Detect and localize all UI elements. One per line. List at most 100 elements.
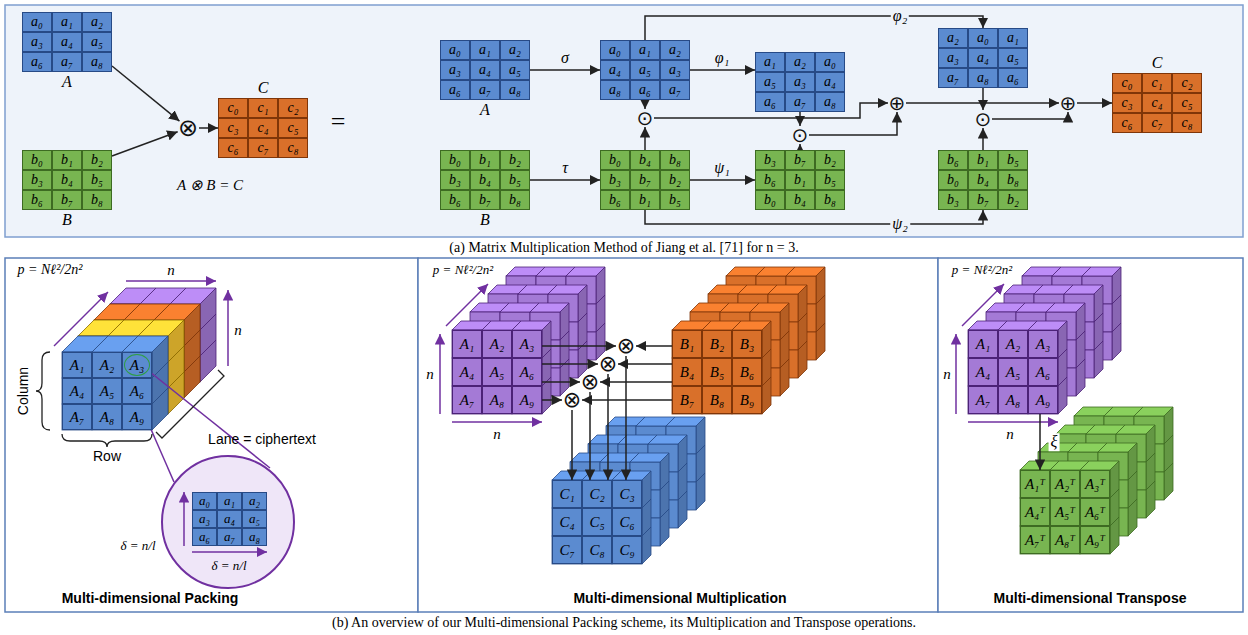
matrix-cell: b₄	[968, 170, 998, 190]
cell-text: b₃	[947, 192, 959, 208]
cube-layer	[570, 453, 669, 546]
matrix-cell: b₈	[815, 190, 845, 210]
cell-text: a₅	[764, 74, 776, 90]
matrix: b₀b₄b₈b₃b₇b₂b₆b₁b₅	[600, 150, 690, 210]
matrix-cell: C₄	[552, 508, 582, 536]
matrix-cell: a₅	[500, 60, 530, 80]
matrix-cell: a₆	[998, 68, 1028, 88]
cell-text: b₂	[824, 152, 836, 168]
cell-text: b₈	[824, 192, 836, 208]
cell-text: b₁	[479, 152, 491, 168]
matrix-cell: A₁	[452, 330, 482, 358]
matrix-cell: a₄	[968, 48, 998, 68]
cell-text: A₆ᵀ	[1085, 504, 1105, 521]
cell-text: B₃	[740, 336, 754, 353]
connector	[982, 88, 984, 110]
matrix-cell: a₃	[22, 32, 52, 52]
cell-text: a₄	[224, 511, 235, 527]
matrix-cell: a₁	[630, 40, 660, 60]
cell-text: a₄	[824, 74, 836, 90]
matrix-cell: c₁	[1142, 73, 1172, 93]
matrix-grid: A₁ᵀA₂ᵀA₃ᵀA₄ᵀA₅ᵀA₆ᵀA₇ᵀA₈ᵀA₉ᵀ	[1020, 470, 1110, 554]
cell-text: c₀	[1121, 75, 1132, 91]
cell-text: C₆	[619, 514, 634, 531]
caption: (b) An overview of our Multi-dimensional…	[332, 615, 916, 630]
matrix-cell: A₂ᵀ	[1050, 470, 1080, 498]
connector	[112, 132, 178, 156]
operator-symbol: ⊙	[635, 108, 655, 128]
cell-text: B₆	[740, 364, 754, 381]
matrix: C₁C₂C₃C₄C₅C₆C₇C₈C₉	[552, 480, 642, 564]
operator-symbol: ⊗	[615, 335, 637, 357]
cell-text: B₈	[710, 392, 724, 409]
matrix-cell: A₉ᵀ	[1080, 526, 1110, 554]
matrix-cell: b₆	[22, 190, 52, 210]
matrix-cell: a₈	[82, 52, 112, 72]
matrix-cell: c₅	[278, 118, 308, 138]
cell-text: A₆	[520, 364, 534, 381]
matrix-cell: A₇	[62, 404, 92, 430]
matrix-cell: b₄	[470, 170, 500, 190]
panel-frame	[418, 258, 938, 612]
cell-text: b₁	[61, 152, 73, 168]
matrix-cell: A₈ᵀ	[1050, 526, 1080, 554]
cell-text: A₁	[460, 336, 474, 353]
cell-text: a₄	[61, 34, 73, 50]
operator-symbol: ⊙	[973, 109, 993, 129]
matrix-cell: A₆	[1028, 358, 1058, 386]
edge-label: φ₁	[713, 49, 731, 67]
matrix-cell: b₆	[440, 190, 470, 210]
matrix-cell: c₇	[248, 138, 278, 158]
cell-text: c₁	[1151, 75, 1162, 91]
matrix-cell: a₃	[192, 510, 217, 528]
matrix-cell: B₄	[672, 358, 702, 386]
matrix-cell: c₇	[1142, 113, 1172, 133]
matrix-cell: c₀	[1112, 73, 1142, 93]
panel-frame	[938, 258, 1243, 612]
matrix: a₀a₁a₂a₃a₄a₅a₆a₇a₈	[192, 492, 267, 546]
matrix-cell: a₆	[22, 52, 52, 72]
matrix-cell: C₉	[612, 536, 642, 564]
cell-text: a₈	[824, 94, 836, 110]
matrix: b₆b₁b₅b₀b₄b₈b₃b₇b₂	[938, 150, 1028, 210]
dimension-label: n	[234, 322, 242, 339]
connector	[982, 128, 984, 150]
matrix-cell: a₈	[815, 92, 845, 112]
cell-text: A₈ᵀ	[1055, 532, 1075, 549]
connector	[809, 112, 897, 135]
operator-symbol: ⊗	[579, 371, 601, 393]
cell-text: a₄	[977, 50, 989, 66]
matrix-cell: A₇ᵀ	[1020, 526, 1050, 554]
cell-text: A₄	[70, 383, 84, 400]
matrix-cell: a₂	[242, 492, 267, 510]
matrix-cell: b₄	[630, 150, 660, 170]
matrix-cell: B₈	[702, 386, 732, 414]
matrix-cell: c₃	[1112, 93, 1142, 113]
matrix-cell: C₅	[582, 508, 612, 536]
matrix-cell: A₂	[482, 330, 512, 358]
matrix-cell: b₆	[600, 190, 630, 210]
cell-text: b₂	[509, 152, 521, 168]
matrix-cell: a₀	[440, 40, 470, 60]
matrix-cell: b₀	[938, 170, 968, 190]
matrix-cell: c₈	[278, 138, 308, 158]
cell-text: b₇	[61, 192, 73, 208]
axis-label: Row	[93, 449, 121, 464]
connector	[906, 102, 1059, 104]
cell-text: C₅	[589, 514, 604, 531]
matrix-cell: A₁ᵀ	[1020, 470, 1050, 498]
matrix-cell: b₂	[660, 170, 690, 190]
cell-text: c₂	[287, 100, 298, 116]
matrix-cell: a₁	[52, 12, 82, 32]
cell-text: A₃	[520, 336, 534, 353]
matrix-cell: a₄	[470, 60, 500, 80]
operator-glyph: ⊕	[1060, 93, 1077, 113]
dimension-label: n	[493, 426, 501, 443]
matrix-cell: b₂	[82, 150, 112, 170]
cell-text: C₇	[559, 542, 574, 559]
matrix-grid: a₀a₁a₂a₃a₄a₅a₆a₇a₈	[440, 40, 530, 100]
cell-text: c₅	[287, 120, 298, 136]
matrix-cell: a₆	[630, 80, 660, 100]
matrix-cell: a₂	[660, 40, 690, 60]
cell-text: b₁	[977, 152, 989, 168]
